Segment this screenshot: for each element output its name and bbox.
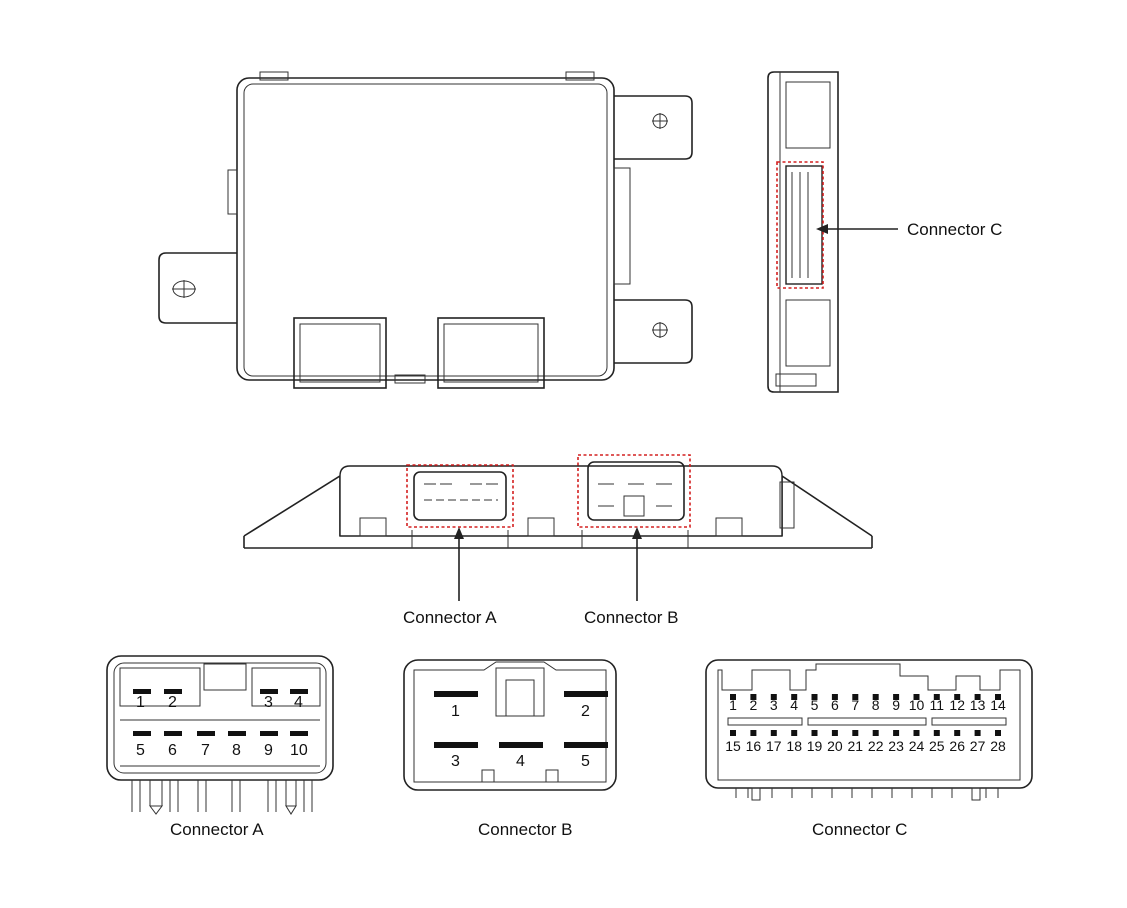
pin-label: 2 [581, 703, 590, 720]
pin-terminal [954, 730, 961, 736]
arrowhead-icon [454, 527, 464, 539]
pin-label: 9 [892, 697, 900, 713]
pin-terminal [730, 694, 736, 700]
pin-label: 23 [888, 738, 904, 754]
pin-terminal [811, 694, 818, 700]
pin-label: 2 [750, 697, 758, 713]
pin-label: 19 [807, 738, 823, 754]
pin-label: 1 [729, 697, 737, 713]
connector-a-detail [106, 655, 334, 815]
pin-terminal [913, 694, 920, 700]
arrowhead-icon [632, 527, 642, 539]
pin-terminal [770, 694, 777, 700]
pin-label: 26 [949, 738, 965, 754]
pin-terminal [811, 730, 818, 736]
connector-c-detail [705, 659, 1033, 801]
pin-label: 22 [868, 738, 884, 754]
pin-terminal [770, 730, 777, 736]
connector-b-caption: Connector B [478, 820, 573, 839]
pin-label: 16 [746, 738, 762, 754]
pin-terminal [831, 694, 838, 700]
pin-label: 4 [790, 697, 798, 713]
pin-label: 5 [136, 742, 145, 759]
pin-terminal [872, 694, 879, 700]
pin-label: 9 [264, 742, 273, 759]
pin-label: 6 [168, 742, 177, 759]
pin-label: 1 [136, 694, 145, 711]
pin-terminal [791, 694, 798, 700]
pin-label: 4 [294, 694, 303, 711]
pin-label: 13 [970, 697, 986, 713]
pin-label: 4 [516, 753, 525, 770]
pin-label: 27 [970, 738, 986, 754]
pin-label: 28 [990, 738, 1006, 754]
arrowhead-icon [816, 224, 828, 234]
pin-label: 1 [451, 703, 460, 720]
pin-terminal [974, 694, 981, 700]
connector-b-highlight [577, 454, 691, 528]
pin-terminal [995, 694, 1001, 700]
connector-a-highlight [406, 464, 514, 528]
module-front-view [243, 454, 873, 549]
pin-terminal [852, 694, 859, 700]
pin-terminal [913, 730, 920, 736]
pin-label: 20 [827, 738, 843, 754]
pin-terminal [974, 730, 981, 736]
pin-label: 10 [290, 742, 308, 759]
pin-terminal [933, 730, 940, 736]
pin-label: 25 [929, 738, 945, 754]
pin-label: 14 [990, 697, 1006, 713]
connector-b-callout: Connector B [584, 608, 679, 627]
pin-terminal [893, 694, 900, 700]
pin-terminal [852, 730, 859, 736]
connector-c-highlight [776, 161, 824, 289]
pin-terminal [791, 730, 798, 736]
pin-label: 2 [168, 694, 177, 711]
pin-label: 15 [725, 738, 741, 754]
pin-label: 5 [581, 753, 590, 770]
pin-label: 10 [909, 697, 925, 713]
connector-a-caption: Connector A [170, 820, 264, 839]
pin-terminal [750, 694, 757, 700]
pin-label: 24 [909, 738, 925, 754]
pin-label: 8 [232, 742, 241, 759]
pin-terminal [750, 730, 757, 736]
pin-terminal [933, 694, 940, 700]
pin-label: 17 [766, 738, 782, 754]
pin-label: 18 [786, 738, 802, 754]
pin-terminal [893, 730, 900, 736]
pin-label: 12 [949, 697, 965, 713]
pin-label: 6 [831, 697, 839, 713]
pin-label: 21 [848, 738, 864, 754]
pin-label: 3 [264, 694, 273, 711]
connector-a-callout: Connector A [403, 608, 497, 627]
module-top-view [158, 71, 693, 389]
module-side-view [767, 71, 839, 393]
connector-c-caption: Connector C [812, 820, 907, 839]
pin-label: 11 [930, 697, 945, 713]
pin-label: 7 [201, 742, 210, 759]
connector-c-callout: Connector C [907, 220, 1002, 239]
pin-label: 8 [872, 697, 880, 713]
pin-label: 5 [811, 697, 819, 713]
pin-terminal [730, 730, 736, 736]
pin-label: 7 [851, 697, 859, 713]
pin-label: 3 [770, 697, 778, 713]
pin-terminal [954, 694, 961, 700]
connector-b-detail [403, 659, 617, 791]
pin-terminal [872, 730, 879, 736]
pin-terminal [995, 730, 1001, 736]
pin-terminal [831, 730, 838, 736]
pin-label: 3 [451, 753, 460, 770]
